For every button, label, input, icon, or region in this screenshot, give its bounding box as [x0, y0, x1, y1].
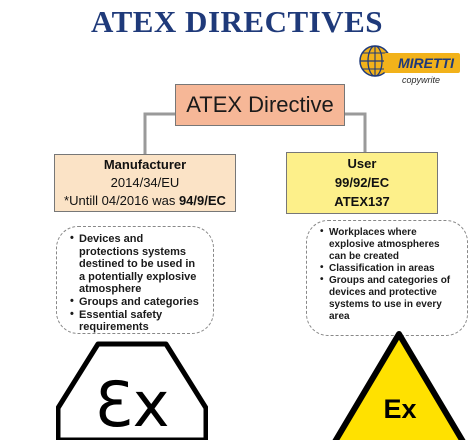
- list-item: Devices and protections systems destined…: [70, 232, 203, 296]
- manufacturer-note-code: 94/9/EC: [178, 193, 226, 208]
- ex-warning-triangle-icon: Ex: [332, 331, 466, 440]
- user-code: ATEX137: [334, 194, 390, 209]
- manufacturer-box: Manufacturer 2014/34/EU *Untill 04/2016 …: [54, 154, 236, 212]
- miretti-logo: MIRETTI copywrite: [356, 42, 468, 88]
- user-box: User 99/92/EC ATEX137: [286, 152, 438, 214]
- user-notes: Workplaces where explosive atmospheres c…: [306, 220, 468, 336]
- ex-hexagon-mark: Ɛx: [95, 368, 170, 440]
- ex-triangle-mark: Ex: [383, 394, 416, 424]
- user-directive: 99/92/EC: [334, 175, 390, 190]
- list-item: Essential safety requirements: [70, 308, 203, 334]
- tree-connector: [143, 112, 367, 154]
- atex-directive-box: ATEX Directive: [175, 84, 345, 126]
- list-item: Workplaces where explosive atmospheres c…: [320, 226, 457, 263]
- logo-wordmark: MIRETTI: [384, 53, 460, 73]
- page-title: ATEX DIRECTIVES: [90, 4, 384, 39]
- ex-hexagon-icon: Ɛx: [56, 341, 208, 440]
- list-item: Classification in areas: [320, 262, 457, 275]
- logo-tagline: copywrite: [402, 75, 441, 85]
- manufacturer-note-prefix: *Untill 04/2016 was: [64, 193, 179, 208]
- user-heading: User: [347, 156, 377, 171]
- list-item: Groups and categories of devices and pro…: [320, 274, 457, 323]
- manufacturer-heading: Manufacturer: [103, 157, 187, 172]
- manufacturer-note: *Untill 04/2016 was 94/9/EC: [55, 192, 235, 210]
- list-item: Groups and categories: [70, 295, 203, 309]
- manufacturer-directive: 2014/34/EU: [110, 175, 180, 190]
- manufacturer-notes: Devices and protections systems destined…: [56, 226, 214, 334]
